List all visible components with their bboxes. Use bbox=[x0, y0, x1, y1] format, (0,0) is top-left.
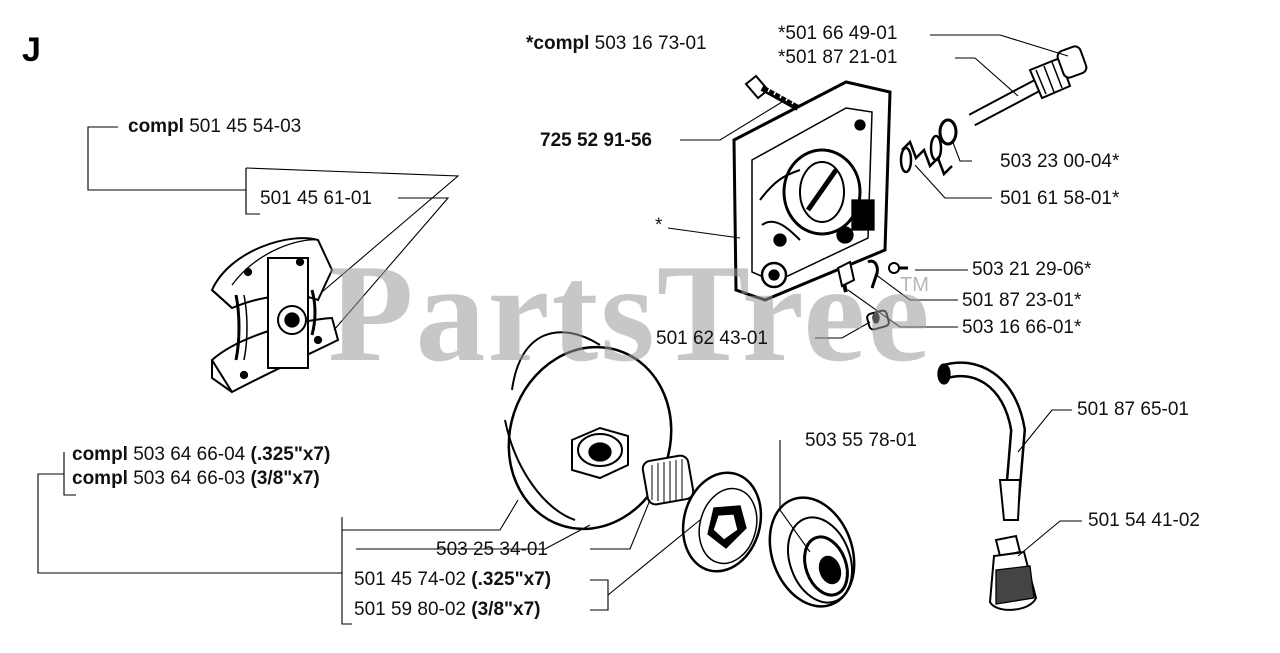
compl-prefix: compl bbox=[128, 116, 184, 137]
part-label-501-87-21-01[interactable]: *501 87 21-01 bbox=[778, 47, 898, 68]
part-number: 503 16 73-01 bbox=[594, 33, 707, 54]
oil-strainer-drawing bbox=[988, 534, 1038, 611]
part-label-drum-compl-38[interactable]: compl 503 64 66-03 (3/8"x7) bbox=[72, 468, 320, 490]
watermark-text: PartsTree bbox=[328, 236, 932, 391]
part-label-asterisk: * bbox=[655, 215, 663, 236]
part-label-clutch-compl[interactable]: compl 501 45 54-03 bbox=[128, 116, 301, 138]
part-number: 501 45 54-03 bbox=[189, 116, 302, 137]
spring-drawing bbox=[899, 134, 953, 177]
part-number: 503 64 66-03 bbox=[133, 468, 246, 489]
part-label-drum-compl-325[interactable]: compl 503 64 66-04 (.325"x7) bbox=[72, 444, 330, 466]
part-label-501-45-61-01[interactable]: 501 45 61-01 bbox=[260, 188, 372, 209]
part-label-501-87-65-01[interactable]: 501 87 65-01 bbox=[1077, 399, 1189, 420]
part-label-503-16-66-01[interactable]: 503 16 66-01* bbox=[962, 317, 1082, 338]
part-label-503-23-00-04[interactable]: 503 23 00-04* bbox=[1000, 151, 1120, 172]
pitch-spec: (3/8"x7) bbox=[471, 599, 541, 620]
watermark-tm: TM bbox=[900, 274, 929, 296]
part-number: 503 64 66-04 bbox=[133, 444, 246, 465]
compl-prefix: *compl bbox=[526, 33, 590, 54]
spur-sprocket-drawing bbox=[768, 496, 856, 608]
part-label-pump-compl[interactable]: *compl 503 16 73-01 bbox=[526, 33, 707, 55]
oil-pump-drawing bbox=[732, 80, 892, 302]
rim-sprocket-drawing bbox=[681, 471, 763, 573]
pump-shaft-drawing bbox=[968, 45, 1088, 127]
part-label-503-21-29-06[interactable]: 503 21 29-06* bbox=[972, 259, 1092, 280]
part-label-501-61-58-01[interactable]: 501 61 58-01* bbox=[1000, 188, 1120, 209]
section-letter: J bbox=[22, 31, 41, 69]
part-label-503-55-78-01[interactable]: 503 55 78-01 bbox=[805, 430, 917, 451]
pitch-spec: (.325"x7) bbox=[250, 444, 331, 465]
oil-hose-drawing bbox=[937, 361, 1027, 521]
part-label-503-25-34-01[interactable]: 503 25 34-01 bbox=[436, 539, 548, 560]
pitch-spec: (3/8"x7) bbox=[250, 468, 320, 489]
part-label-501-66-49-01[interactable]: *501 66 49-01 bbox=[778, 23, 898, 44]
needle-bearing-drawing bbox=[641, 454, 695, 506]
part-label-rim-38[interactable]: 501 59 80-02 (3/8"x7) bbox=[354, 599, 541, 621]
part-label-501-62-43-01[interactable]: 501 62 43-01 bbox=[656, 328, 768, 349]
compl-prefix: compl bbox=[72, 444, 128, 465]
screw-drawing bbox=[744, 74, 800, 111]
leader-lines bbox=[37, 34, 1082, 625]
part-number: 501 45 74-02 bbox=[354, 569, 466, 590]
part-label-501-54-41-02[interactable]: 501 54 41-02 bbox=[1088, 510, 1200, 531]
clutch-drawing bbox=[210, 237, 340, 394]
pitch-spec: (.325"x7) bbox=[471, 569, 552, 590]
compl-prefix: compl bbox=[72, 468, 128, 489]
clutch-drum-drawing bbox=[504, 331, 673, 531]
part-label-rim-325[interactable]: 501 45 74-02 (.325"x7) bbox=[354, 569, 551, 591]
part-number: 501 59 80-02 bbox=[354, 599, 466, 620]
washer-drawing bbox=[938, 118, 958, 146]
part-label-501-87-23-01[interactable]: 501 87 23-01* bbox=[962, 290, 1082, 311]
part-label-725-52-91-56[interactable]: 725 52 91-56 bbox=[540, 130, 652, 151]
